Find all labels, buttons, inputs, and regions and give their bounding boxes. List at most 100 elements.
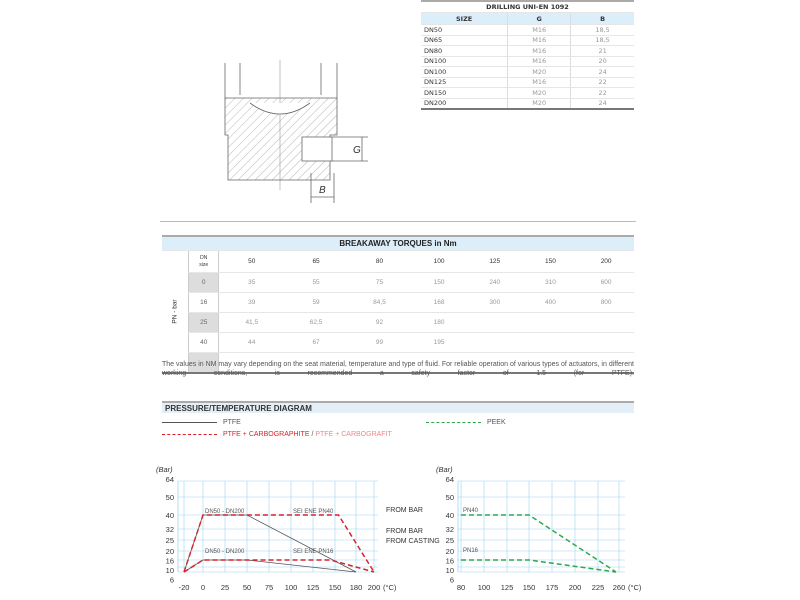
x-tick-label: 260	[613, 583, 626, 592]
x-tick-label: 50	[243, 583, 251, 592]
x-tick-label: 0	[201, 583, 205, 592]
table-cell: DN80	[421, 45, 509, 57]
table-cell: 18,5	[570, 24, 634, 36]
legend-peek: PEEK	[426, 418, 506, 427]
dn-header: 125	[466, 250, 523, 273]
table-cell: DN100	[421, 56, 509, 67]
table-cell: M16	[507, 24, 572, 36]
side-label: FROM BAR	[386, 528, 423, 535]
torque-value: 800	[578, 292, 634, 313]
x-tick-label: 180	[350, 583, 363, 592]
pt-diagram-title: PRESSURE/TEMPERATURE DIAGRAM	[162, 401, 634, 413]
torque-value: 310	[522, 272, 579, 293]
table-cell: DN50	[421, 24, 509, 36]
legend-carbo2-label: PTFE + CARBOGRAFIT	[315, 431, 392, 438]
torque-value: 600	[578, 272, 634, 293]
chart-annotation: DN50 - DN200	[205, 549, 245, 555]
torque-value	[466, 312, 523, 333]
x-tick-label: 100	[478, 583, 491, 592]
legend-carbo: PTFE + CARBOGRAPHITE / PTFE + CARBOGRAFI…	[162, 430, 392, 439]
torque-value: 55	[284, 272, 348, 293]
dn-header: 50	[218, 250, 285, 273]
torque-value: 180	[411, 312, 467, 333]
torque-value	[347, 352, 412, 374]
legend-carbo-line	[162, 433, 217, 435]
torque-value	[466, 332, 523, 353]
torque-value	[578, 312, 634, 333]
y-tick-label: 25	[446, 536, 454, 545]
table-cell: 21	[570, 45, 634, 57]
x-unit-label: (°C)	[628, 583, 642, 592]
y-tick-label: 64	[446, 475, 454, 484]
y-tick-label: 64	[166, 475, 174, 484]
torque-value: 150	[411, 272, 467, 293]
torque-value: 92	[347, 312, 412, 333]
chart-annotation: DN50 - DN200	[205, 509, 245, 515]
table-cell: DN200	[421, 98, 509, 110]
table-cell: DN150	[421, 87, 509, 99]
divider	[160, 221, 636, 222]
pn-value: 40	[188, 332, 220, 353]
torque-value	[522, 332, 579, 353]
torque-value: 44	[218, 332, 285, 353]
torque-value: 59	[284, 292, 348, 313]
dn-header: 80	[347, 250, 412, 273]
table-cell: 22	[570, 87, 634, 99]
chart-annotation: PN40	[463, 508, 479, 514]
legend-ptfe-line	[162, 421, 217, 423]
y-tick-label: 20	[166, 547, 174, 556]
series-line	[183, 559, 357, 573]
table-cell: M16	[507, 45, 572, 57]
table-cell: M16	[507, 56, 572, 67]
x-tick-label: 125	[501, 583, 514, 592]
chart-annotation: SEI ENE PN40	[293, 509, 334, 515]
table-cell: M16	[507, 35, 572, 46]
y-tick-label: 16	[446, 557, 454, 566]
chart-annotation: PN16	[463, 548, 479, 554]
x-tick-label: 150	[523, 583, 536, 592]
legend-ptfe: PTFE	[162, 418, 241, 427]
series-line	[183, 514, 357, 573]
y-tick-label: 40	[446, 511, 454, 520]
series-line	[183, 559, 375, 573]
torque-value: 35	[218, 272, 285, 293]
x-tick-label: 80	[457, 583, 465, 592]
legend-separator: /	[311, 431, 314, 438]
table-cell: M20	[507, 66, 572, 78]
y-tick-label: 6	[450, 576, 454, 585]
legend-carbo-label: PTFE + CARBOGRAPHITE	[222, 431, 310, 438]
dn-header: 200	[578, 250, 634, 273]
legend-ptfe-label: PTFE	[222, 419, 241, 426]
torque-value	[522, 312, 579, 333]
y-tick-label: 10	[446, 566, 454, 575]
table-cell: 24	[570, 66, 634, 78]
x-tick-label: 125	[307, 583, 320, 592]
table-cell: DN100	[421, 66, 509, 78]
y-tick-label: 25	[166, 536, 174, 545]
series-line	[461, 559, 617, 573]
torque-value: 300	[466, 292, 523, 313]
pn-value: 0	[188, 272, 220, 293]
legend-peek-label: PEEK	[486, 419, 506, 426]
torque-value: 99	[347, 332, 412, 353]
torque-value: 240	[466, 272, 523, 293]
torque-value: 41,5	[218, 312, 285, 333]
table-cell: M16	[507, 77, 572, 88]
table-cell: DN65	[421, 35, 509, 46]
pn-value: 16	[188, 292, 220, 313]
torque-value: 168	[411, 292, 467, 313]
valve-section-drawing: G B	[224, 60, 368, 203]
y-tick-label: 16	[166, 557, 174, 566]
label-b: B	[319, 185, 326, 196]
